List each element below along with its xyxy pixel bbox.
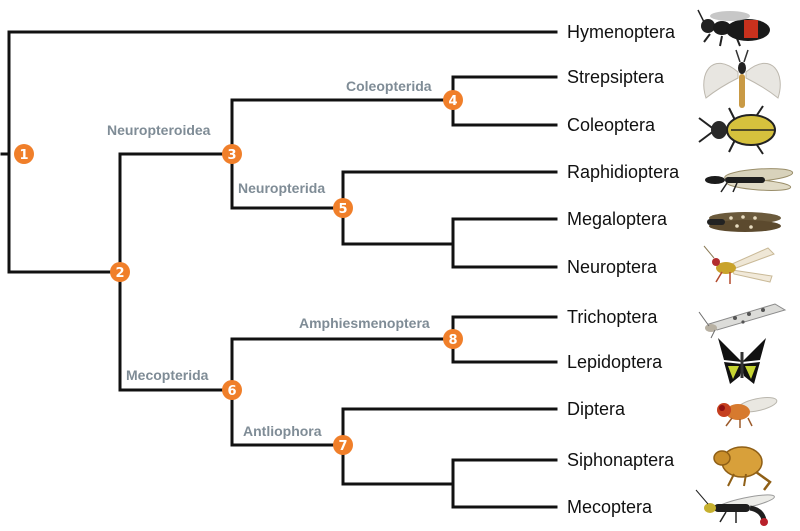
butterfly-icon [718,338,766,384]
node-8-number: 8 [448,333,457,348]
taxon-label-mecoptera: Mecoptera [567,497,653,517]
clade-label-node-7: Antliophora [243,423,322,439]
node-2-marker: 2 [110,262,130,282]
caddisfly-icon [698,303,787,339]
clade-label-node-5: Neuropterida [238,180,325,196]
node-7-number: 7 [338,439,347,454]
clade-labels: Neuropteroidea Coleopterida Neuropterida… [107,78,432,439]
clade-label-node-6: Mecopterida [126,367,209,383]
taxon-labels: Hymenoptera Strepsiptera Coleoptera Raph… [567,22,680,517]
node-1-marker: 1 [14,144,34,164]
node-3-marker: 3 [222,144,242,164]
node-7-marker: 7 [333,435,353,455]
taxon-label-neuroptera: Neuroptera [567,257,658,277]
taxon-label-trichoptera: Trichoptera [567,307,658,327]
node-2-number: 2 [115,266,124,281]
taxon-label-lepidoptera: Lepidoptera [567,352,663,372]
insect-illustrations [695,9,794,526]
taxon-label-strepsiptera: Strepsiptera [567,67,665,87]
taxon-label-coleoptera: Coleoptera [567,115,656,135]
taxon-label-raphidioptera: Raphidioptera [567,162,680,182]
twisted-wing-insect-icon [703,49,781,108]
taxon-label-diptera: Diptera [567,399,626,419]
dobsonfly-icon [707,212,781,232]
taxon-label-siphonaptera: Siphonaptera [567,450,675,470]
node-4-number: 4 [448,94,457,109]
clade-label-node-4: Coleopterida [346,78,432,94]
flea-icon [713,446,772,491]
snakefly-icon [705,168,794,193]
node-5-number: 5 [338,202,347,217]
node-5-marker: 5 [333,198,353,218]
node-6-marker: 6 [222,380,242,400]
node-1-number: 1 [19,148,28,163]
taxon-label-megaloptera: Megaloptera [567,209,668,229]
node-3-number: 3 [227,148,236,163]
node-markers: 1 2 3 4 5 6 7 8 [14,90,463,455]
fly-icon [717,397,778,428]
node-8-marker: 8 [443,329,463,349]
node-4-marker: 4 [443,90,463,110]
taxon-label-hymenoptera: Hymenoptera [567,22,676,42]
clade-label-node-8: Amphiesmenoptera [299,315,430,331]
node-6-number: 6 [227,384,236,399]
tree-branches [0,30,558,509]
clade-label-node-3: Neuropteroidea [107,122,211,138]
scorpionfly-icon [695,489,775,526]
beetle-icon [698,105,776,155]
lacewing-icon [703,245,775,284]
wasp-icon [697,9,770,47]
